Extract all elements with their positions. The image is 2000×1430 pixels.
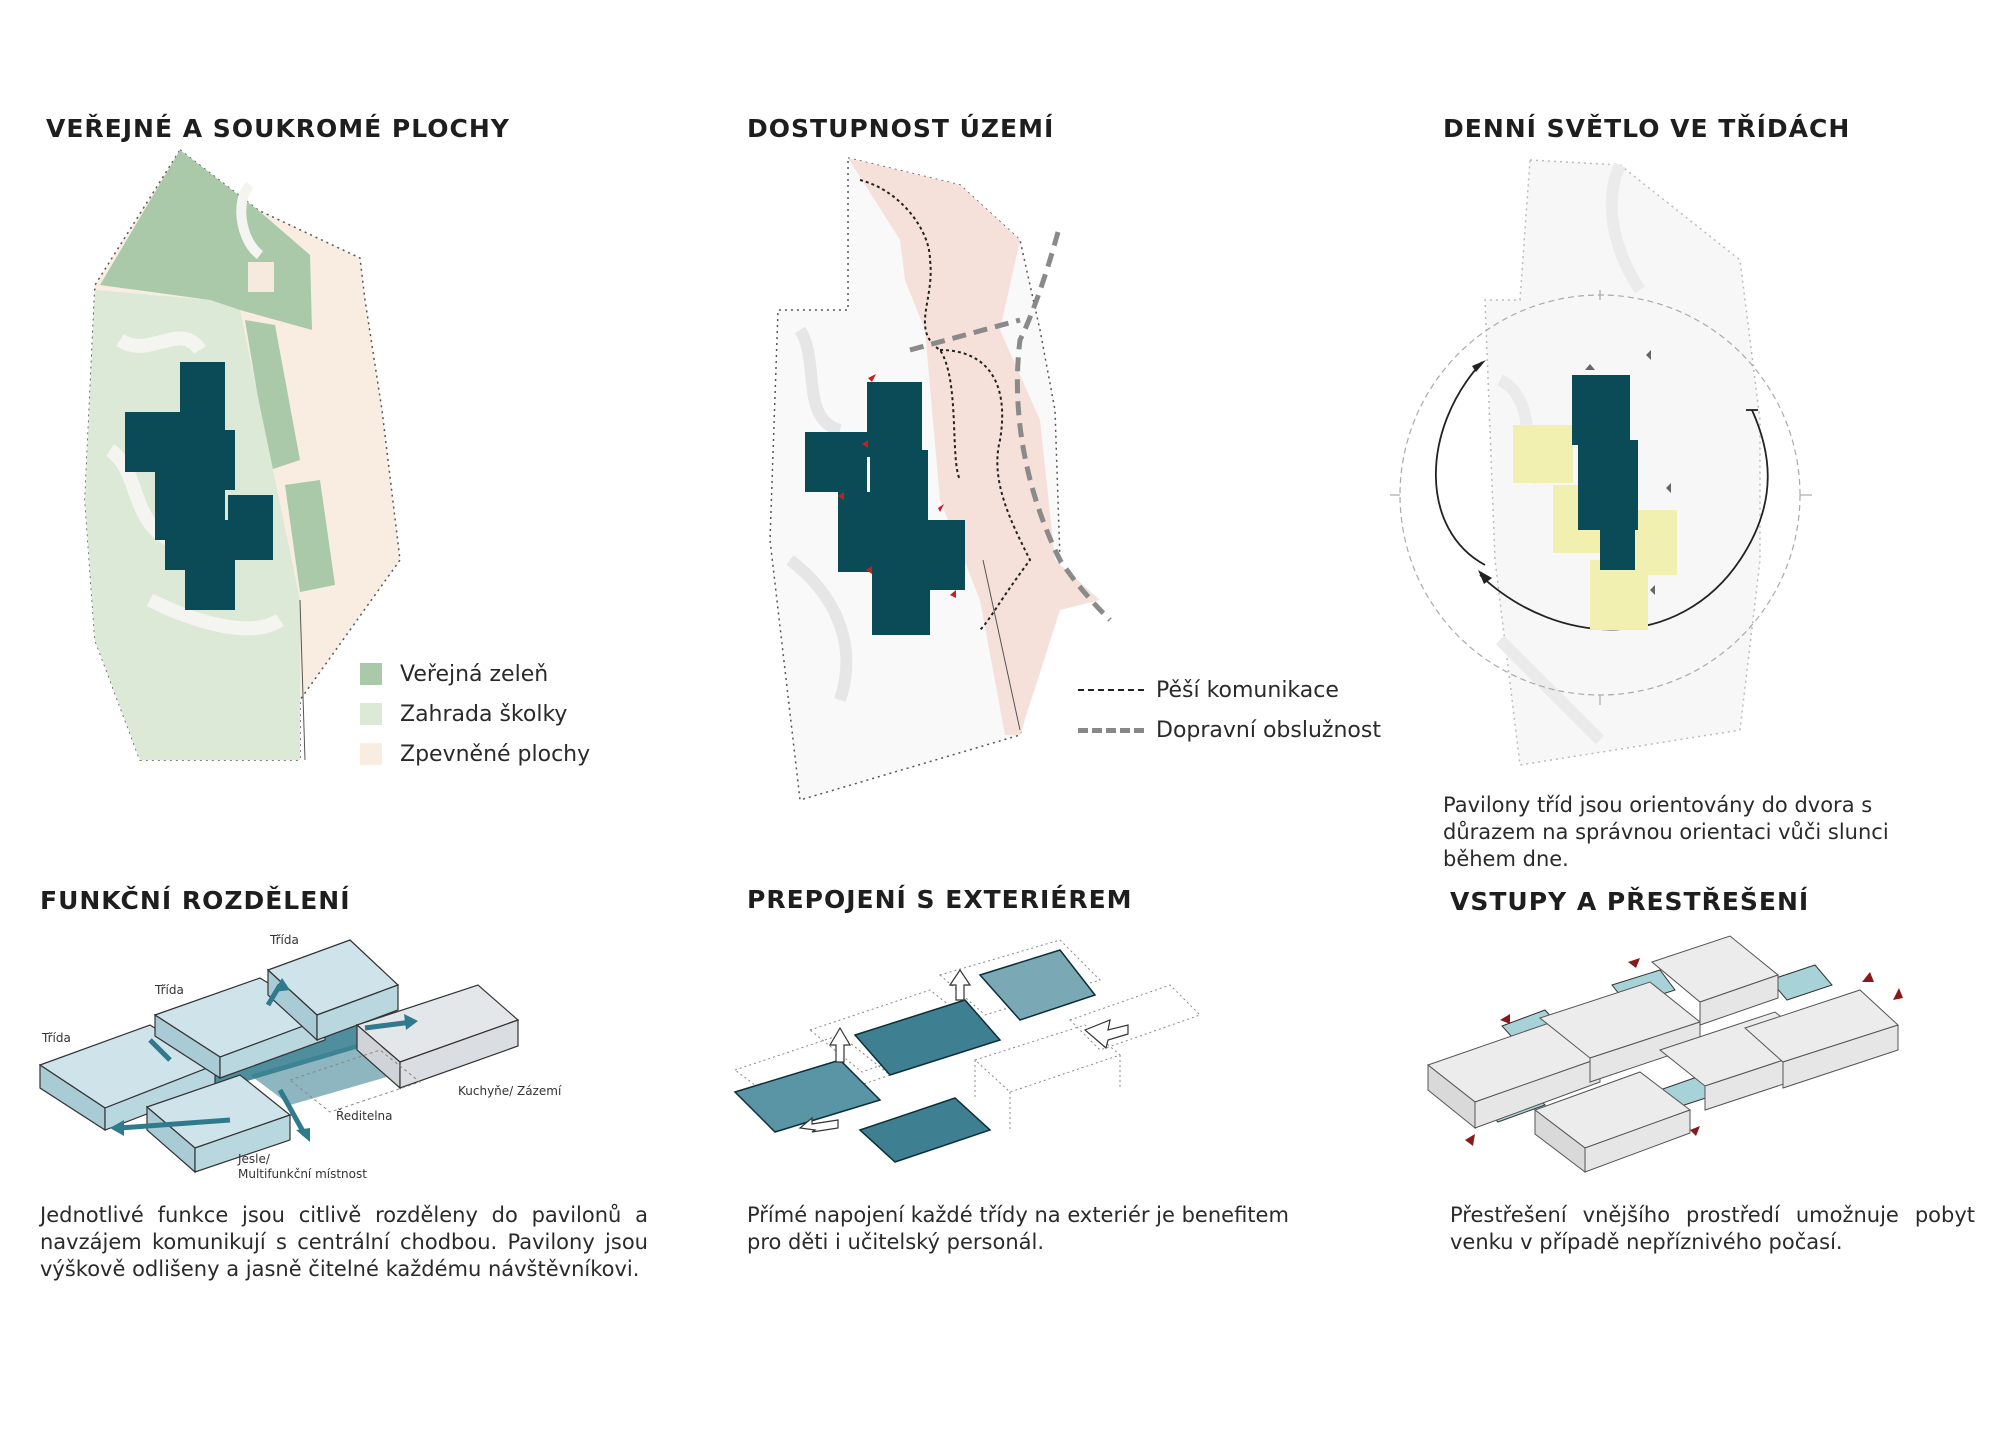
- swatch-garden: [360, 703, 382, 725]
- label-reditelna: Ředitelna: [336, 1108, 393, 1123]
- title-access: DOSTUPNOST ÚZEMÍ: [747, 114, 1055, 143]
- pavilion-jesle: [145, 1074, 292, 1174]
- entrance-markers-access: [838, 374, 956, 598]
- legend-public-private: Veřejná zeleň Zahrada školky Zpevněné pl…: [360, 654, 590, 774]
- exterior-terraces: [733, 949, 1097, 1163]
- label-trida-left: Třída: [41, 1031, 71, 1045]
- exterior-arrows: [798, 968, 1129, 1133]
- title-daylight: DENNÍ SVĚTLO VE TŘÍDÁCH: [1443, 114, 1851, 143]
- legend-label: Dopravní obslužnost: [1156, 717, 1381, 743]
- title-public-private: VEŘEJNÉ A SOUKROMÉ PLOCHY: [46, 114, 510, 143]
- swatch-pedestrian-line: [1078, 689, 1144, 691]
- legend-label: Pěší komunikace: [1156, 677, 1339, 703]
- sun-arc-west: [1435, 361, 1486, 566]
- title-functions: FUNKČNÍ ROZDĚLENÍ: [40, 886, 351, 915]
- description-functions: Jednotlivé funkce jsou citlivě rozděleny…: [40, 1203, 648, 1281]
- access-pink-zone-north: [848, 158, 1020, 330]
- label-kuchyne: Kuchyňe/ Zázemí: [458, 1084, 562, 1098]
- legend-item-vehicle: Dopravní obslužnost: [1078, 710, 1381, 750]
- legend-label: Veřejná zeleň: [400, 661, 549, 687]
- title-entrances: VSTUPY A PŘESTŘEŠENÍ: [1450, 887, 1810, 916]
- sun-arc-east: [1479, 409, 1769, 631]
- label-trida-middle: Třída: [154, 983, 184, 997]
- label-jesle: Jesle/: [237, 1152, 271, 1166]
- swatch-public-green: [360, 663, 382, 685]
- label-multifunkcni: Multifunkční místnost: [238, 1167, 367, 1181]
- pavilion-kuchyne: [355, 984, 520, 1090]
- legend-item-paved: Zpevněné plochy: [360, 734, 590, 774]
- vehicle-route: [909, 231, 1112, 622]
- swatch-vehicle-line: [1078, 727, 1144, 733]
- building-footprint-daylight: [1572, 375, 1638, 570]
- swatch-paved: [360, 743, 382, 765]
- building-footprint: [125, 362, 273, 610]
- legend-label: Zahrada školky: [400, 701, 568, 727]
- entrance-markers: [1465, 958, 1903, 1146]
- legend-item-garden: Zahrada školky: [360, 694, 590, 734]
- public-green-east-1: [245, 320, 300, 470]
- public-green-east-2: [285, 480, 335, 592]
- label-trida-right: Třída: [269, 933, 299, 947]
- legend-item-public-green: Veřejná zeleň: [360, 654, 590, 694]
- pavilion-reditelna: [288, 1049, 422, 1113]
- legend-label: Zpevněné plochy: [400, 741, 591, 767]
- description-daylight: Pavilony tříd jsou orientovány do dvora …: [1443, 793, 1889, 871]
- legend-access: Pěší komunikace Dopravní obslužnost: [1078, 670, 1381, 750]
- pavilion-roofs: [1426, 935, 1899, 1174]
- description-exterior: Přímé napojení každé třídy na exteriér j…: [747, 1203, 1289, 1254]
- pedestrian-route: [859, 179, 1032, 631]
- description-entrances: Přestřešení vnějšího prostředí umožnuje …: [1450, 1203, 1975, 1254]
- access-pink-zone-east: [925, 330, 1100, 735]
- legend-item-pedestrian: Pěší komunikace: [1078, 670, 1381, 710]
- title-exterior: PREPOJENÍ S EXTERIÉREM: [747, 885, 1133, 914]
- building-footprint-access: [805, 382, 965, 635]
